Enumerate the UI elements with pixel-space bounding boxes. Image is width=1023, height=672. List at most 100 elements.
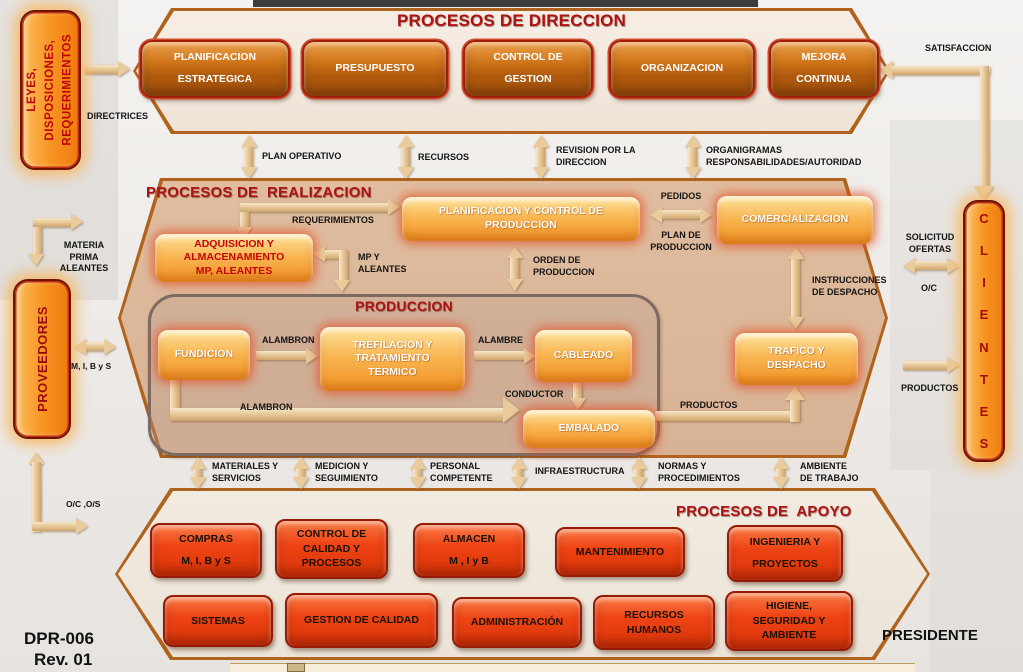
mp-aleantes-arrow (313, 245, 353, 295)
oc-os-arrow (28, 452, 92, 542)
label-instrucciones: INSTRUCCIONES DE DESPACHO (812, 275, 887, 297)
label-infraestructura: INFRAESTRUCTURA (535, 466, 625, 476)
mibys-arrow (74, 338, 116, 355)
proveedores-label: PROVEEDORES (34, 306, 50, 412)
title-procesos-apoyo: PROCESOS DE APOYO (676, 503, 852, 520)
productos-trafico-arrow (655, 384, 805, 424)
clientes-letter: C (979, 211, 989, 226)
box-sistemas: SISTEMAS (163, 595, 273, 647)
label-plan-produccion: PLAN DE PRODUCCION (650, 230, 712, 252)
label-materiales-servicios: MATERIALES Y SERVICIOS (212, 461, 279, 483)
instrucciones-arrow (787, 247, 804, 329)
personal-arrow (409, 457, 426, 489)
alambre-arrow (474, 347, 536, 364)
box-gestion-calidad: GESTION DE CALIDAD (285, 593, 438, 648)
alambron-arrow (256, 347, 318, 364)
box-control-gestion: CONTROL DE GESTION (463, 40, 593, 98)
clientes-letter: T (980, 371, 988, 387)
bottom-strip-square (287, 663, 305, 672)
presidente-label: PRESIDENTE (882, 627, 978, 644)
label-organigramas: ORGANIGRAMAS RESPONSABILIDADES/AUTORIDAD (706, 145, 862, 167)
doc-code: DPR-006 (24, 629, 94, 648)
box-mejora-continua: MEJORA CONTINUA (769, 40, 879, 98)
materia-prima-arrow (28, 210, 90, 268)
solicitud-arrow (903, 257, 959, 274)
box-organizacion: ORGANIZACION (609, 40, 755, 98)
box-trafico-despacho: TRAFICO Y DESPACHO (735, 333, 858, 385)
box-almacen: ALMACEN M , I y B (413, 523, 525, 578)
label-revision: REVISION POR LA DIRECCION (556, 145, 636, 167)
label-orden-produccion: ORDEN DE PRODUCCION (533, 255, 595, 277)
box-control-calidad: CONTROL DE CALIDAD Y PROCESOS (275, 519, 388, 579)
orden-produccion-arrow (506, 246, 523, 291)
leyes-bar: LEYES, DISPOSICIONES, REQUERIMIENTOS (20, 10, 81, 170)
label-personal-competente: PERSONAL COMPETENTE (430, 461, 493, 483)
label-requerimientos: REQUERIMIENTOS (292, 215, 374, 225)
clientes-letter: L (980, 243, 988, 259)
normas-arrow (630, 457, 647, 489)
box-planificacion-control: PLANIFICACION Y CONTROL DE PRODUCCION (402, 197, 640, 241)
label-medicion-seguimiento: MEDICION Y SEGUIMIENTO (315, 461, 378, 483)
plan-operativo-arrow (240, 135, 257, 179)
box-ingenieria: INGENIERIA Y PROYECTOS (727, 525, 843, 582)
label-productos-clientes: PRODUCTOS (901, 383, 959, 393)
box-comercializacion: COMERCIALIZACION (717, 196, 873, 244)
box-cableado: CABLEADO (535, 330, 632, 382)
satisfaccion-arrow (879, 56, 1009, 202)
label-directrices: DIRECTRICES (87, 111, 149, 121)
pedidos-arrow (650, 206, 712, 223)
title-procesos-direccion: PROCESOS DE DIRECCION (396, 11, 626, 30)
organigramas-arrow (684, 135, 701, 179)
conductor-arrow (569, 383, 586, 410)
clientes-letter: N (979, 339, 989, 355)
box-compras: COMPRAS M, I, B y S (150, 523, 262, 578)
box-trefilacion: TREFILACION Y TRATAMIENTO TERMICO (320, 327, 465, 391)
label-pedidos: PEDIDOS (660, 191, 702, 201)
clientes-letter: S (979, 435, 989, 451)
box-mantenimiento: MANTENIMIENTO (555, 527, 685, 577)
box-fundicion: FUNDICION (158, 330, 250, 380)
clientes-letter: E (979, 403, 989, 419)
label-productos-trafico: PRODUCTOS (680, 400, 738, 410)
label-recursos: RECURSOS (418, 152, 470, 162)
label-mibys: M, I, B y S (71, 361, 112, 371)
productos-clientes-arrow (903, 356, 959, 374)
ambiente-arrow (772, 457, 789, 489)
box-administracion: ADMINISTRACIÓN (452, 597, 582, 648)
label-ambiente-trabajo: AMBIENTE DE TRABAJO (800, 461, 859, 483)
clientes-letter: E (979, 307, 989, 323)
title-procesos-realizacion: PROCESOS DE REALIZACION (146, 184, 372, 201)
label-materia-prima: MATERIA PRIMA ALEANTES (59, 240, 109, 274)
alambron-bottom-arrow (165, 378, 523, 426)
box-planificacion-estrategica: PLANIFICACION ESTRATEGICA (140, 40, 290, 98)
directrices-arrow (84, 60, 130, 78)
label-satisfaccion: SATISFACCION (925, 43, 992, 53)
box-presupuesto: PRESUPUESTO (302, 40, 448, 98)
label-mp-y-aleantes: MP Y ALEANTES (358, 252, 407, 274)
box-embalado: EMBALADO (523, 410, 655, 448)
background-photo (930, 470, 1023, 672)
box-higiene-seguridad: HIGIENE, SEGURIDAD Y AMBIENTE (725, 591, 853, 651)
leyes-label: LEYES, DISPOSICIONES, REQUERIMIENTOS (25, 34, 74, 146)
label-solicitud-ofertas: SOLICITUD OFERTAS (905, 232, 955, 254)
proveedores-bar: PROVEEDORES (13, 279, 71, 439)
revision-arrow (532, 135, 549, 179)
label-alambron-bottom: ALAMBRON (240, 402, 293, 412)
materiales-arrow (189, 457, 206, 489)
box-adquisicion: ADQUISICION Y ALMACENAMIENTO MP, ALEANTE… (155, 234, 313, 282)
doc-revision: Rev. 01 (34, 650, 93, 669)
box-recursos-humanos: RECURSOS HUMANOS (593, 595, 715, 650)
label-alambron-top: ALAMBRON (262, 335, 315, 345)
top-dark-bar (253, 0, 758, 7)
label-oc: O/C (921, 283, 938, 293)
title-produccion: PRODUCCION (355, 298, 453, 314)
label-oc-os: O/C ,O/S (66, 499, 101, 509)
medicion-arrow (292, 457, 309, 489)
label-conductor: CONDUCTOR (505, 389, 564, 399)
label-plan-operativo: PLAN OPERATIVO (262, 151, 342, 161)
label-normas-procedimientos: NORMAS Y PROCEDIMIENTOS (658, 461, 740, 483)
clientes-bar: C L I E N T E S (963, 200, 1005, 462)
infraestructura-arrow (510, 457, 527, 489)
recursos-arrow (397, 135, 414, 179)
